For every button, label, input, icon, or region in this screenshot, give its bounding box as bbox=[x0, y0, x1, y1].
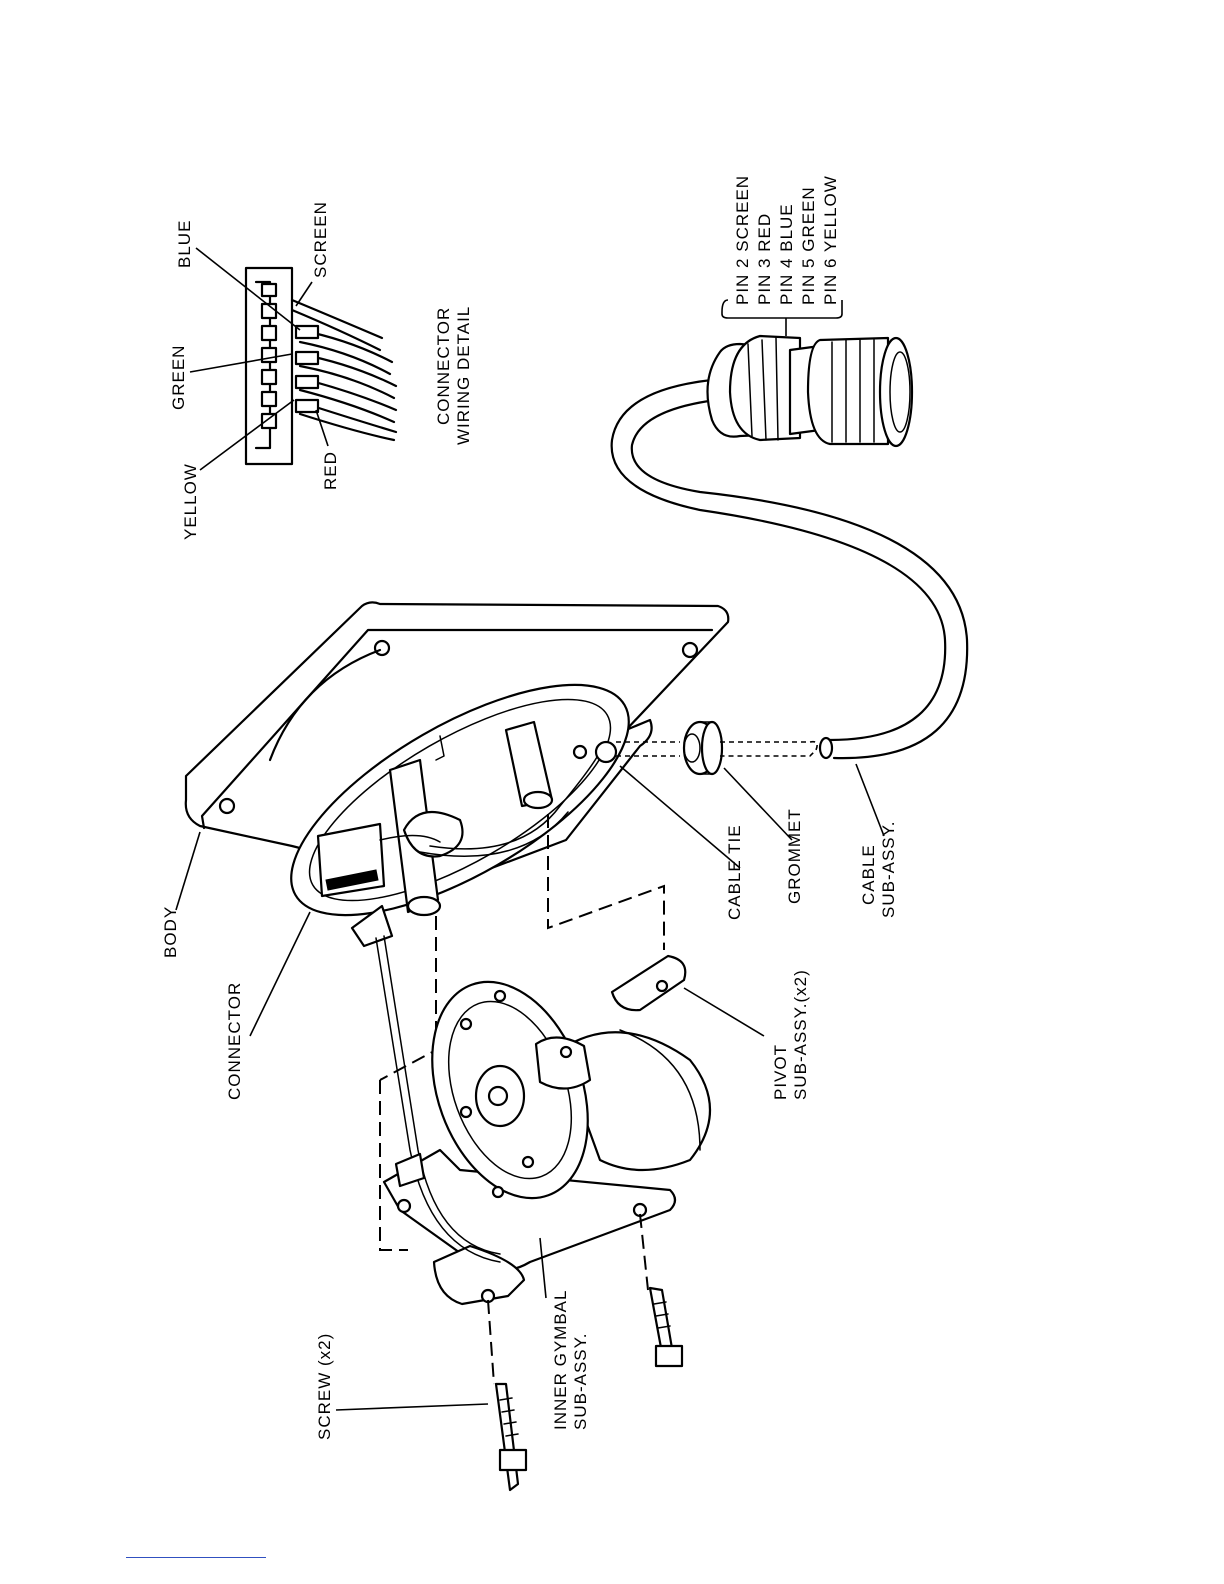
pin-5: PIN 5 GREEN bbox=[799, 186, 818, 305]
label-blue: BLUE bbox=[175, 220, 194, 268]
label-body: BODY bbox=[161, 906, 180, 958]
label-screw: SCREW (x2) bbox=[315, 1333, 334, 1440]
pin-4: PIN 4 BLUE bbox=[777, 203, 796, 305]
label-red: RED bbox=[321, 451, 340, 490]
label-grommet: GROMMET bbox=[785, 808, 804, 904]
pin-list: PIN 2 SCREEN PIN 3 RED PIN 4 BLUE PIN 5 … bbox=[733, 175, 840, 305]
label-cable-2: SUB-ASSY. bbox=[879, 820, 898, 918]
label-yellow: YELLOW bbox=[181, 463, 200, 540]
pin-2: PIN 2 SCREEN bbox=[733, 175, 752, 305]
label-pivot-1: PIVOT bbox=[771, 1044, 790, 1100]
label-inner-gymbal-1: INNER GYMBAL bbox=[551, 1290, 570, 1430]
connector-wiring-detail bbox=[190, 248, 396, 470]
label-connector-detail-2: WIRING DETAIL bbox=[454, 306, 473, 445]
pin-6: PIN 6 YELLOW bbox=[821, 175, 840, 305]
pin-3: PIN 3 RED bbox=[755, 213, 774, 305]
label-screen: SCREEN bbox=[311, 201, 330, 278]
label-connector-detail-1: CONNECTOR bbox=[434, 307, 453, 425]
body-housing bbox=[186, 602, 729, 960]
label-pivot-2: SUB-ASSY.(x2) bbox=[791, 969, 810, 1100]
footer-rule bbox=[126, 1557, 266, 1558]
label-cable-1: CABLE bbox=[859, 844, 878, 905]
label-connector: CONNECTOR bbox=[225, 982, 244, 1100]
label-inner-gymbal-2: SUB-ASSY. bbox=[571, 1332, 590, 1430]
label-green: GREEN bbox=[169, 345, 188, 410]
label-cable-tie: CABLE TIE bbox=[725, 824, 744, 920]
